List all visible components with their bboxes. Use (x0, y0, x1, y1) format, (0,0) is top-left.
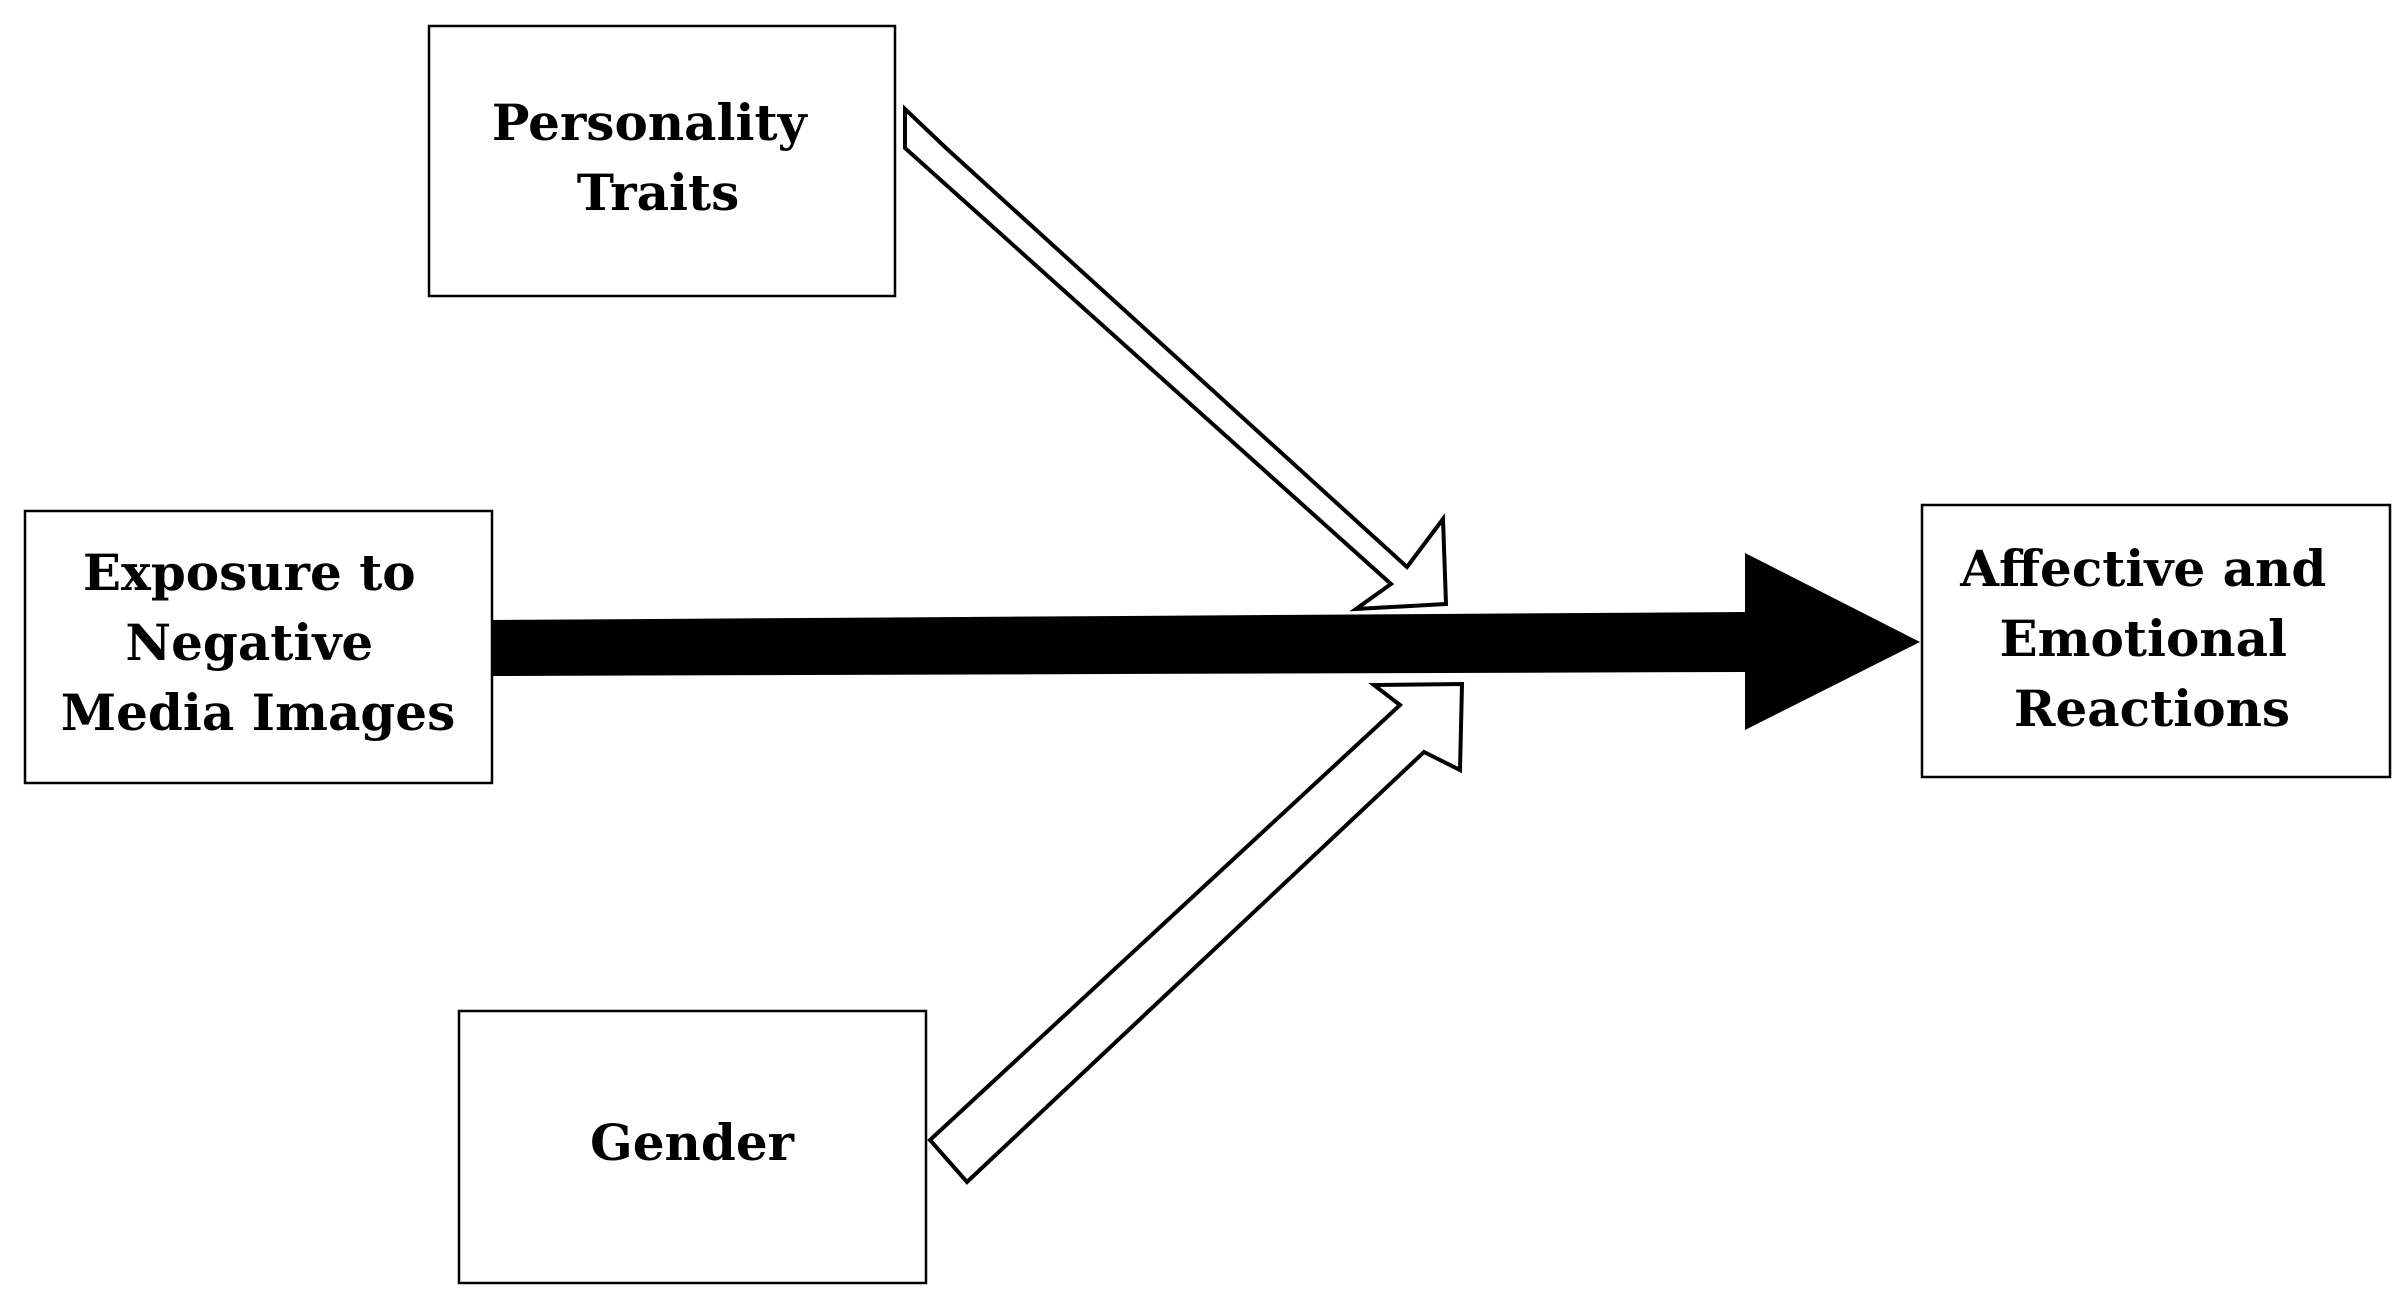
node-label-line: Affective and (1959, 539, 2326, 598)
main-effect-arrow (492, 553, 1920, 730)
node-label: Exposure to Negative Media Images (61, 543, 456, 742)
node-label: Gender (590, 1113, 795, 1172)
node-box (1920, 503, 2392, 779)
node-label-line: Traits (577, 163, 740, 222)
node-label-line: Negative (125, 613, 373, 672)
node-label-line: Emotional (2000, 609, 2288, 668)
node-label-line: Exposure to (83, 543, 416, 602)
node-label-line: Media Images (61, 683, 456, 742)
node-box (23, 509, 494, 785)
node-box (427, 24, 897, 298)
node-personality-traits: Personality Traits (427, 24, 897, 298)
gender-moderator-arrow (927, 681, 1465, 1185)
node-box (457, 1009, 928, 1285)
personality-moderator-arrow (903, 104, 1449, 612)
node-label: Affective and Emotional Reactions (1959, 539, 2344, 738)
node-label-line: Gender (590, 1113, 795, 1172)
node-label-line: Personality (492, 93, 809, 152)
node-affective-emotional-reactions: Affective and Emotional Reactions (1920, 503, 2392, 779)
node-gender: Gender (457, 1009, 928, 1285)
node-exposure-negative-media-images: Exposure to Negative Media Images (23, 509, 494, 785)
node-label-line: Reactions (2014, 679, 2290, 738)
node-label: Personality Traits (492, 93, 824, 222)
